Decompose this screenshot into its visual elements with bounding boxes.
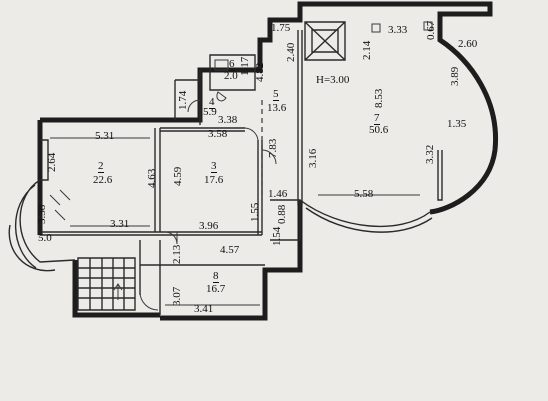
outer-wall (37, 1, 499, 215)
dim-0-88: 0.88 (276, 204, 288, 224)
door-swing-4 (261, 149, 277, 165)
dim-2-64: 2.64 (46, 152, 58, 172)
wall-room3-bottom (160, 231, 262, 236)
stairs-arrow (113, 283, 123, 300)
dim-1-74: 1.74 (177, 90, 189, 110)
door-swing-2 (164, 231, 178, 245)
dim-1-75: 1.75 (271, 22, 291, 34)
dim-4-59: 4.59 (172, 166, 184, 186)
dim-3-89: 3.89 (449, 66, 461, 86)
room-5-area: 13.6 (267, 102, 287, 114)
fixture-top (371, 21, 433, 33)
dim-3-38-top: 3.38 (218, 114, 238, 126)
stairs (77, 257, 136, 311)
wall-room2-3 (154, 128, 161, 232)
dim-2-60: 2.60 (458, 38, 478, 50)
dim-3-16: 3.16 (307, 148, 319, 168)
wall-room3-top (160, 127, 245, 132)
dim-8-53: 8.53 (373, 88, 385, 108)
door-swing-5 (187, 99, 201, 113)
dim-1-55: 1.55 (249, 202, 261, 222)
dim-2-40: 2.40 (285, 42, 297, 62)
dim-3-41: 3.41 (194, 303, 214, 315)
dim-4-63: 4.63 (146, 168, 158, 188)
room-7-number: 7 (374, 112, 380, 125)
wall-room2-bottom (40, 231, 160, 236)
wall-room4 (174, 70, 201, 125)
dim-2-13: 2.13 (171, 244, 183, 264)
dim-3-07: 3.07 (171, 286, 183, 306)
room-3-number: 3 (211, 160, 217, 173)
dim-5-31: 5.31 (95, 130, 115, 142)
room-7-area: 50.6 (369, 124, 389, 136)
right-bay (437, 150, 443, 201)
wall-room5-left (297, 30, 303, 205)
dim-2-14: 2.14 (361, 40, 373, 60)
left-wall (37, 180, 160, 318)
room-8-number: 8 (213, 270, 219, 283)
dim-3-58: 3.58 (208, 128, 228, 140)
balcony-hatching (49, 189, 71, 221)
dim-1-46: 1.46 (268, 188, 288, 200)
dim-3-31: 3.31 (110, 218, 130, 230)
wall-room6 (209, 54, 256, 91)
balcony-area: 5.0 (38, 232, 52, 244)
room-8-area: 16.7 (206, 283, 226, 295)
dim-7-83: 7.83 (267, 138, 279, 158)
door-swing-1 (244, 127, 259, 141)
dim-3-96: 3.96 (199, 220, 219, 232)
bottom-right-wall (160, 200, 303, 321)
room-4-number: 4 (209, 96, 215, 109)
room-3-area: 17.6 (204, 174, 224, 186)
wall-hall-bottom (139, 240, 265, 315)
toilet-room4 (216, 91, 227, 102)
dim-1-35: 1.35 (447, 118, 467, 130)
balcony-window (40, 139, 49, 181)
dim-1-54: 1.54 (271, 226, 283, 246)
door-swing-3 (139, 291, 159, 311)
room-6-number: 6 (229, 58, 235, 71)
bay-window (299, 199, 433, 233)
dim-4-82: 4.82 (254, 62, 266, 82)
dim-0-67: 0.67 (425, 20, 437, 40)
wall-small (270, 199, 301, 241)
dim-3-33: 3.33 (388, 24, 408, 36)
dim-3-38-balcony: 3.38 (36, 204, 48, 224)
dim-5-58: 5.58 (354, 188, 374, 200)
room-2-number: 2 (98, 160, 104, 173)
balcony-curve (14, 179, 76, 269)
balcony-arc-outer (8, 224, 56, 272)
dim-3-32: 3.32 (424, 144, 436, 164)
room-4-area: 5.9 (203, 106, 217, 118)
dim-1-17: 1.17 (239, 56, 251, 76)
room-6-area: 2.0 (224, 70, 238, 82)
room-2-area: 22.6 (93, 174, 113, 186)
sink-room6 (214, 59, 229, 71)
ventilation-shaft (304, 21, 346, 61)
dim-4-57: 4.57 (220, 244, 240, 256)
room-5-number: 5 (273, 88, 279, 101)
ceiling-height: H=3.00 (316, 74, 350, 86)
